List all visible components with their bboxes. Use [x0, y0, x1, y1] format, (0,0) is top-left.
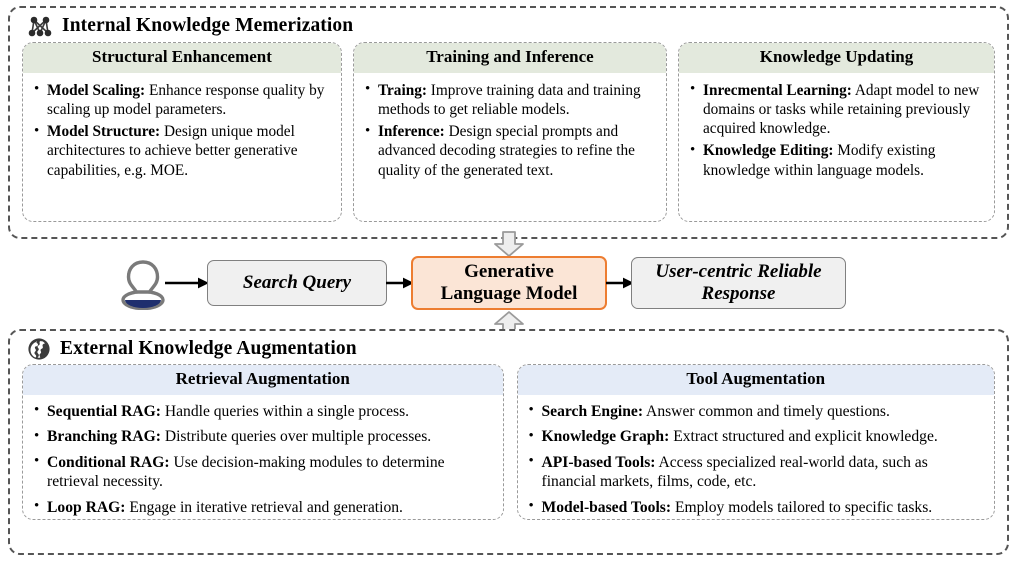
bullet-desc: Extract structured and explicit knowledg…	[669, 428, 938, 446]
bullet-term: Conditional RAG:	[47, 453, 170, 471]
list-item: Sequential RAG: Handle queries within a …	[32, 401, 494, 421]
bullet-desc: Design unique model architectures to ach…	[47, 123, 298, 179]
list-item: Model-based Tools: Employ models tailore…	[527, 497, 986, 517]
list-item: Knowledge Editing: Modify existing knowl…	[688, 141, 985, 180]
list-item: Loop RAG: Engage in iterative retrieval …	[32, 497, 494, 517]
list-item: Inference: Design special prompts and ad…	[363, 122, 657, 180]
card-body-structural-enhancement: Model Scaling: Enhance response quality …	[23, 73, 341, 186]
card-tool-augmentation: Tool Augmentation Search Engine: Answer …	[516, 364, 995, 520]
bullet-desc: Handle queries within a single process.	[160, 402, 410, 420]
list-item: API-based Tools: Access specialized real…	[527, 452, 986, 492]
arrow-right-icon	[165, 276, 209, 290]
block-arrow-down-icon	[493, 231, 525, 257]
card-title-knowledge-updating: Knowledge Updating	[679, 43, 994, 73]
card-knowledge-updating: Knowledge Updating Inrecmental Learning:…	[678, 42, 995, 222]
bullet-list-training: Traing: Improve training data and traini…	[363, 80, 657, 180]
bullet-term: Sequential RAG:	[47, 402, 161, 420]
bullet-list-retrieval: Sequential RAG: Handle queries within a …	[32, 401, 494, 517]
section-title-internal: Internal Knowledge Memerization	[62, 15, 354, 37]
bullet-term: Branching RAG:	[47, 428, 161, 446]
bullet-term: Loop RAG:	[47, 498, 126, 516]
bullet-term: Traing:	[377, 81, 427, 99]
bullet-desc: Adapt model to new domains or tasks whil…	[703, 81, 980, 138]
card-title-retrieval-augmentation: Retrieval Augmentation	[23, 365, 503, 395]
user-avatar-icon	[120, 256, 166, 310]
section-header-internal: Internal Knowledge Memerization	[10, 8, 1007, 38]
section-internal-knowledge-memerization: Internal Knowledge Memerization Structur…	[8, 6, 1009, 239]
card-body-knowledge-updating: Inrecmental Learning: Adapt model to new…	[679, 73, 994, 186]
search-query-box: Search Query	[207, 260, 387, 306]
internal-cards-row: Structural Enhancement Model Scaling: En…	[10, 38, 1007, 222]
arrow-right-icon	[606, 276, 634, 290]
response-line-1: User-centric Reliable	[655, 261, 822, 283]
bullet-desc: Modify existing knowledge within languag…	[703, 142, 936, 179]
arrow-right-icon	[386, 276, 414, 290]
bullet-term: Knowledge Editing:	[703, 142, 834, 160]
bullet-desc: Engage in iterative retrieval and genera…	[125, 498, 403, 516]
response-line-2: Response	[701, 283, 776, 304]
glm-line-1: Generative	[464, 260, 554, 282]
globe-icon	[27, 337, 51, 361]
external-cards-row: Retrieval Augmentation Sequential RAG: H…	[10, 361, 1007, 520]
bullet-term: API-based Tools:	[541, 453, 656, 471]
card-body-tool-augmentation: Search Engine: Answer common and timely …	[518, 395, 995, 519]
card-body-training-and-inference: Traing: Improve training data and traini…	[354, 73, 666, 186]
bullet-term: Model Structure:	[47, 123, 161, 141]
bullet-term: Knowledge Graph:	[541, 428, 670, 446]
bullet-term: Search Engine:	[541, 402, 644, 420]
bullet-desc: Employ models tailored to specific tasks…	[671, 498, 933, 516]
bullet-list-knowledge-updating: Inrecmental Learning: Adapt model to new…	[688, 80, 985, 180]
list-item: Traing: Improve training data and traini…	[363, 80, 657, 120]
bullet-list-structural: Model Scaling: Enhance response quality …	[32, 80, 332, 180]
search-query-label: Search Query	[242, 272, 352, 294]
card-structural-enhancement: Structural Enhancement Model Scaling: En…	[22, 42, 342, 222]
card-title-structural-enhancement: Structural Enhancement	[23, 43, 341, 73]
card-body-retrieval-augmentation: Sequential RAG: Handle queries within a …	[23, 395, 503, 519]
bullet-desc: Answer common and timely questions.	[643, 402, 890, 420]
bullet-term: Inrecmental Learning:	[703, 81, 852, 99]
bullet-desc: Access specialized real-world data, such…	[541, 453, 928, 491]
list-item: Model Scaling: Enhance response quality …	[32, 80, 332, 120]
bullet-term: Inference:	[377, 123, 445, 141]
bullet-desc: Improve training data and training metho…	[377, 81, 641, 118]
card-title-training-and-inference: Training and Inference	[353, 43, 666, 73]
card-title-tool-augmentation: Tool Augmentation	[517, 365, 994, 395]
list-item: Model Structure: Design unique model arc…	[32, 122, 332, 180]
list-item: Knowledge Graph: Extract structured and …	[527, 427, 986, 446]
bullet-list-tool: Search Engine: Answer common and timely …	[527, 401, 986, 517]
list-item: Search Engine: Answer common and timely …	[527, 401, 986, 421]
network-graph-icon	[27, 14, 53, 38]
bullet-term: Model-based Tools:	[541, 498, 672, 516]
bullet-desc: Use decision-making modules to determine…	[47, 453, 445, 491]
glm-line-2: Language Model	[440, 283, 578, 304]
section-title-external: External Knowledge Augmentation	[60, 338, 357, 360]
card-training-and-inference: Training and Inference Traing: Improve t…	[352, 42, 667, 222]
bullet-desc: Distribute queries over multiple process…	[160, 428, 432, 446]
list-item: Conditional RAG: Use decision-making mod…	[32, 452, 494, 492]
bullet-desc: Design special prompts and advanced deco…	[377, 123, 635, 179]
card-retrieval-augmentation: Retrieval Augmentation Sequential RAG: H…	[22, 364, 504, 520]
bullet-term: Model Scaling:	[47, 81, 146, 99]
bullet-desc: Enhance response quality by scaling up m…	[47, 81, 325, 118]
section-header-external: External Knowledge Augmentation	[10, 331, 1007, 361]
section-external-knowledge-augmentation: External Knowledge Augmentation Retrieva…	[8, 329, 1009, 555]
list-item: Branching RAG: Distribute queries over m…	[32, 427, 494, 446]
list-item: Inrecmental Learning: Adapt model to new…	[688, 80, 985, 139]
